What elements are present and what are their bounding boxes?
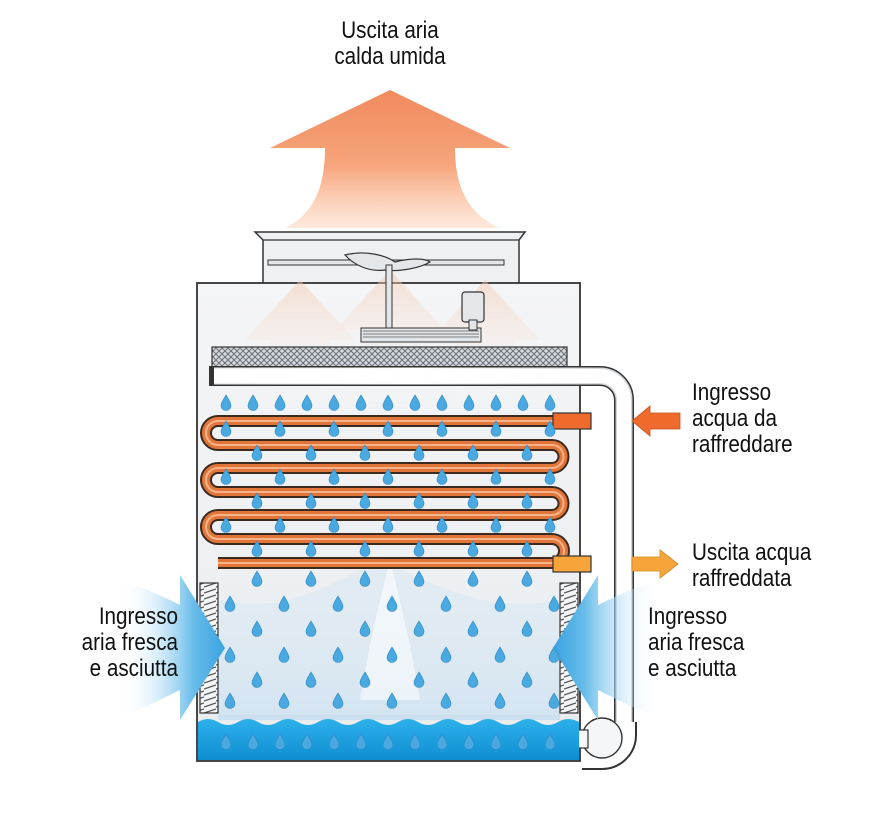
air-in-left-label-line: e asciutta	[89, 655, 178, 682]
cooled-water-outlet-stub	[552, 555, 592, 573]
air-out-label-line: Uscita aria	[341, 17, 439, 44]
air-in-right-label: Ingresso aria fresca e asciutta	[648, 604, 744, 682]
water-in-label: Ingresso acqua da raffreddare	[692, 380, 793, 458]
motor-icon	[360, 291, 485, 343]
water-in-label-line: Ingresso	[692, 379, 772, 406]
water-out-label: Uscita acqua raffreddata	[692, 540, 811, 592]
air-out-label: Uscita aria calda umida	[313, 18, 468, 70]
cooled-water-out-arrow	[631, 549, 679, 579]
air-in-left-label-line: aria fresca	[81, 629, 178, 656]
hot-air-out-arrow	[270, 90, 510, 228]
air-in-right-label-line: e asciutta	[648, 655, 737, 682]
air-in-left-label: Ingresso aria fresca e asciutta	[42, 604, 178, 682]
heat-exchanger-coil	[200, 415, 570, 569]
spray-header-pipe	[209, 366, 637, 770]
air-out-label-line: calda umida	[334, 43, 446, 70]
drift-eliminator	[211, 346, 568, 368]
air-flow-region	[218, 560, 560, 720]
hot-water-in-arrow	[631, 405, 681, 437]
water-in-label-line: acqua da	[692, 405, 777, 432]
fresh-air-in-right-arrow	[553, 575, 658, 720]
fan-icon	[267, 252, 505, 341]
air-in-left-label-line: Ingresso	[98, 603, 178, 630]
water-out-label-line: Uscita acqua	[692, 539, 812, 566]
fresh-air-in-left-arrow	[120, 575, 225, 720]
water-out-label-line: raffreddata	[692, 565, 792, 592]
hot-water-inlet-stub	[552, 412, 592, 430]
water-in-label-line: raffreddare	[692, 431, 793, 458]
air-in-right-label-line: aria fresca	[648, 629, 745, 656]
coil-tube-highlight	[205, 420, 565, 564]
air-in-right-label-line: Ingresso	[648, 603, 728, 630]
